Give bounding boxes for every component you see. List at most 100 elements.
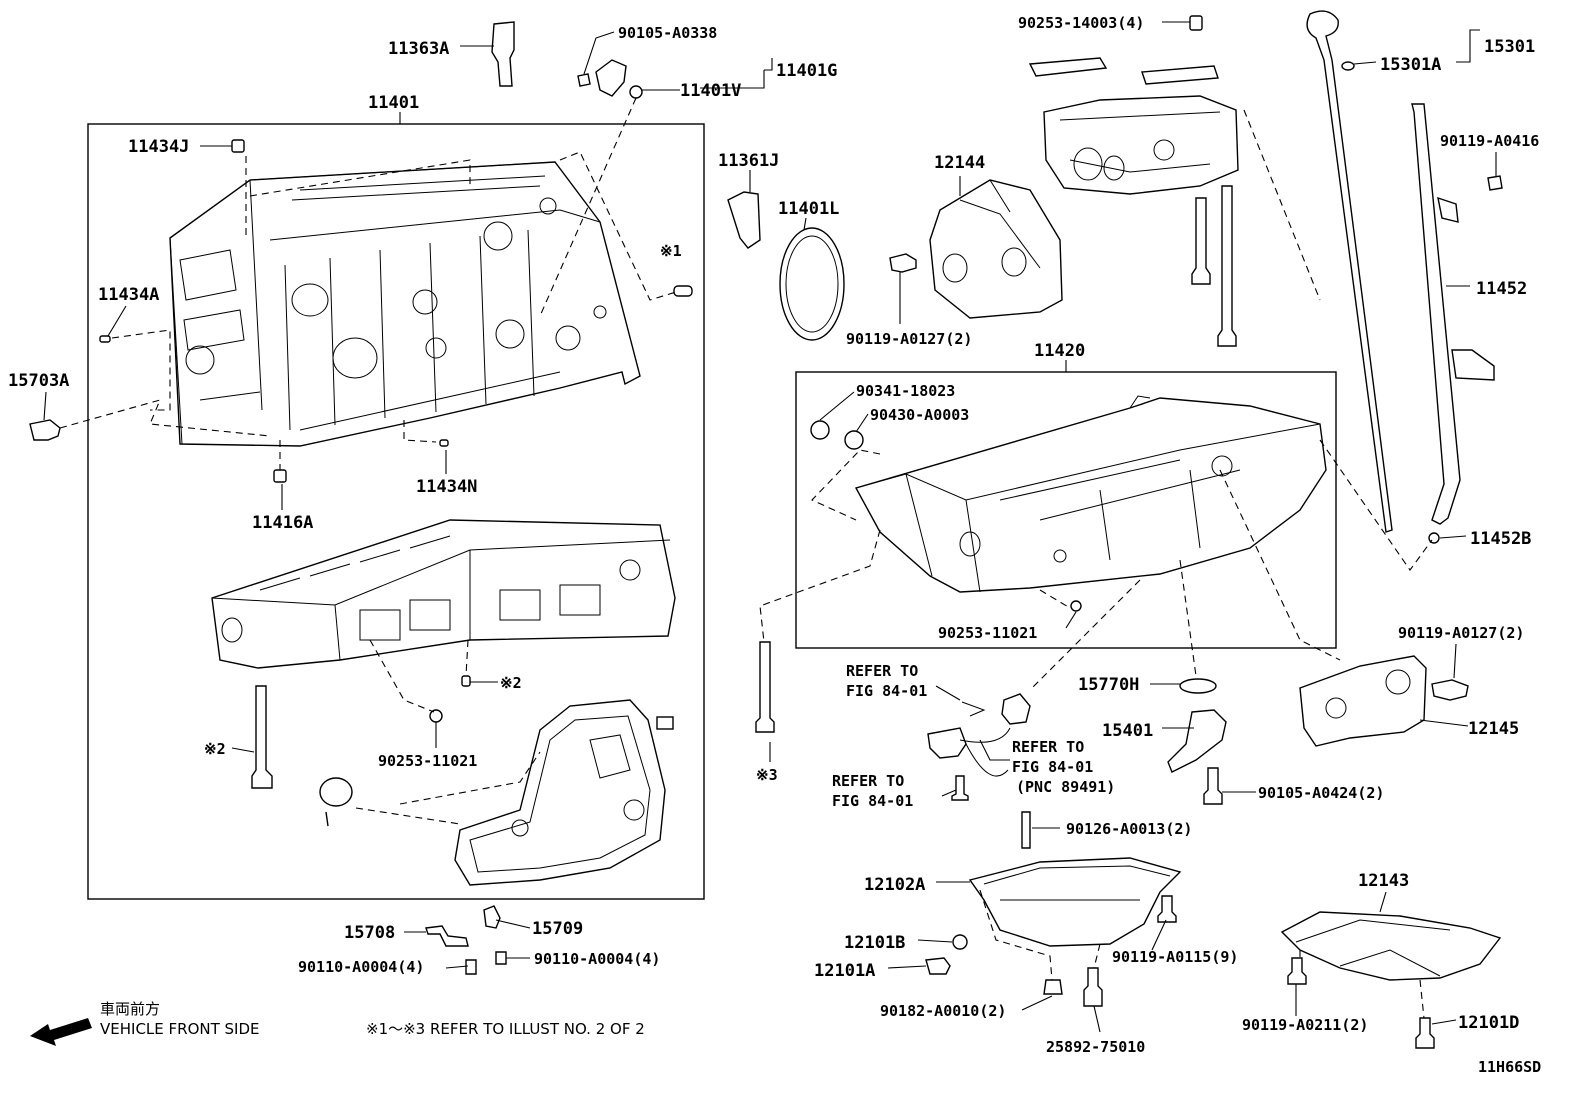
pin-11434N [439,439,449,447]
pin-mark2 [461,675,471,687]
leader-lines [43,21,1497,1033]
illust-ref-note: ※1～※3 REFER TO ILLUST NO. 2 OF 2 [366,1020,645,1038]
bolt-refer3 [951,775,969,801]
label-90253-14003: 90253-14003(4) [1018,14,1144,32]
label-15301A: 15301A [1380,55,1441,75]
bolt-90119-A0416 [1487,175,1503,191]
label-90119-A0211: 90119-A0211(2) [1242,1016,1368,1034]
label-11452: 11452 [1476,279,1527,299]
plug-15703A [29,419,61,441]
refer-2-line3: (PNC 89491) [1016,778,1115,796]
front-arrow-icon [30,1018,92,1046]
refer-3-line2: FIG 84-01 [832,792,913,810]
stud-90126-A0013 [1021,811,1031,849]
bolt-90119-A0127-right [1431,679,1469,701]
label-90119-A0127-right: 90119-A0127(2) [1398,624,1524,642]
baffle-12143 [1280,911,1502,981]
oil-seal-11401L [779,227,845,341]
mark-1: ※1 [660,242,682,260]
plate-11361J [727,191,761,249]
label-90105-A0338: 90105-A0338 [618,24,717,42]
nut-90182-A0010 [1043,979,1063,995]
label-90341-18023: 90341-18023 [856,382,955,400]
refer-2-line1: REFER TO [1012,738,1084,756]
cap-11401G [595,59,627,97]
label-11434J: 11434J [128,137,189,157]
sensor-wire [959,727,1011,777]
diagram-id: 11H66SD [1478,1058,1541,1076]
bracket-12145 [1299,655,1427,747]
assembly-lines [59,97,1433,1019]
mark-2-left: ※2 [204,740,226,758]
plug-12101A [925,957,951,975]
cylinder-block [169,161,641,447]
label-11401G: 11401G [776,61,837,81]
label-11434A: 11434A [98,285,159,305]
bracket-11363A [491,21,515,87]
label-25892-75010: 25892-75010 [1046,1038,1145,1056]
frame-11401 [87,123,705,900]
label-11452B: 11452B [1470,529,1531,549]
bolt-90119-A0127-top [889,253,917,273]
seal-ring-left [319,777,353,827]
refer-3-line1: REFER TO [832,772,904,790]
guide-11452 [1411,103,1461,525]
label-90119-A0127-top: 90119-A0127(2) [846,330,972,348]
refer-1-line2: FIG 84-01 [846,682,927,700]
sensor-connector [927,727,967,759]
label-12102A: 12102A [864,875,925,895]
gasket-right [1141,65,1219,85]
timing-cover [454,699,674,886]
nut-90253-11021-left [429,709,443,723]
guide-bracket-upper [1437,196,1459,223]
pipe-15708 [425,925,469,947]
label-90110-A0004-right: 90110-A0004(4) [534,950,660,968]
label-11416A: 11416A [252,513,313,533]
oil-pan-lower [968,857,1182,947]
stud-long-2 [1217,185,1237,347]
guide-bracket-lower [1451,349,1495,381]
bolt-90119-A0115 [1157,895,1177,923]
dowel-11434J [231,139,245,153]
sensor-25892-75010 [1083,967,1103,1007]
bolt-mark2 [251,685,273,789]
front-note-en: VEHICLE FRONT SIDE [100,1020,260,1038]
oring-11401V [629,85,643,99]
bolt-90105-A0338 [577,73,591,87]
strainer-15401 [1167,709,1227,773]
label-11363A: 11363A [388,39,449,59]
label-90119-A0115: 90119-A0115(9) [1112,948,1238,966]
cylinder-head [211,519,676,669]
nut-90253-11021-right [1070,600,1082,612]
gasket-12101B [952,934,968,950]
label-12101A: 12101A [814,961,875,981]
bolt-12101D [1415,1017,1435,1049]
label-15709: 15709 [532,919,583,939]
sensor-switch [1001,693,1031,725]
front-note-jp: 車両前方 [100,1000,160,1018]
mark-3: ※3 [756,766,778,784]
stud-mark3 [755,641,775,733]
pin-mark1 [673,285,693,297]
label-12145: 12145 [1468,719,1519,739]
plug-90341-18023 [810,420,830,440]
refer-1-line1: REFER TO [846,662,918,680]
label-11401: 11401 [368,93,419,113]
mark-2-top: ※2 [500,674,522,692]
label-11420: 11420 [1034,341,1085,361]
label-90110-A0004-left: 90110-A0004(4) [298,958,424,976]
bolt-90110-A0004-a [465,959,477,975]
label-90182-A0010: 90182-A0010(2) [880,1002,1006,1020]
bolt-90119-A0211 [1287,957,1307,985]
oil-pan-upper [854,395,1327,593]
label-12101D: 12101D [1458,1013,1519,1033]
oring-15301A [1341,61,1355,71]
bracket-12144 [929,179,1063,319]
label-90105-A0424: 90105-A0424(2) [1258,784,1384,802]
dipstick-15301 [1306,10,1393,533]
union-15709 [483,905,501,929]
label-11401L: 11401L [778,199,839,219]
label-90126-A0013: 90126-A0013(2) [1066,820,1192,838]
refer-2-line2: FIG 84-01 [1012,758,1093,776]
